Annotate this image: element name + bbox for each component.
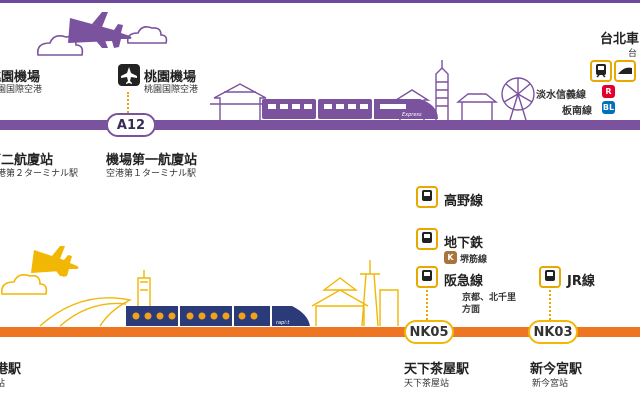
nk05-station-name: 天下茶屋駅	[404, 362, 470, 377]
orange-rail-line	[0, 327, 640, 337]
upper-train-label: Express	[402, 112, 422, 118]
a12-airport-sub: 桃園国際空港	[144, 85, 199, 95]
station-badge-a12[interactable]: A12	[106, 113, 156, 137]
a12-station-sub: 空港第１ターミナル駅	[106, 169, 197, 179]
transfer-subway: 地下鉄	[444, 236, 484, 251]
taipei-station-sub: 台	[628, 49, 638, 59]
hsr-icon	[614, 60, 636, 82]
transfer-jr: JR線	[567, 274, 595, 289]
nk05-station-sub: 天下茶屋站	[404, 379, 450, 389]
purple-rail-line	[0, 120, 640, 130]
jr-train-icon	[539, 266, 561, 288]
red-line-badge: R	[602, 85, 615, 98]
plane-icon	[31, 246, 79, 277]
station-badge-nk03[interactable]: NK03	[528, 320, 578, 344]
plane-icon	[68, 12, 132, 48]
transfer-sakaisuji: 堺筋線	[460, 255, 488, 265]
train-icon	[590, 60, 612, 82]
airport-plane-icon	[118, 64, 140, 86]
left-airport-name: 桃園機場	[0, 70, 41, 85]
nk03-connector	[549, 290, 551, 320]
left-station-name: 第二航廈站	[0, 153, 54, 168]
hankyu-train-icon	[416, 266, 438, 288]
lower-train: rapi:t	[126, 306, 310, 326]
transfer-red-label: 淡水信義線	[536, 90, 586, 101]
top-border	[0, 0, 640, 3]
nk03-station-name: 新今宮駅	[530, 362, 583, 377]
left-station-sub: 空港第２ターミナル駅	[0, 169, 79, 179]
nk03-station-sub: 新今宮站	[532, 379, 569, 389]
taipei-station-name: 台北車	[600, 32, 640, 47]
hankyu-note-2: 方面	[462, 305, 481, 315]
a12-station-name: 機場第一航廈站	[106, 153, 198, 168]
upper-train: Express	[262, 99, 438, 119]
cloud-icon	[36, 35, 84, 56]
station-badge-nk05[interactable]: NK05	[404, 320, 454, 344]
a12-connector	[127, 92, 129, 116]
transfer-blue-label: 板南線	[562, 106, 592, 117]
lower-left-station-sub: 站	[0, 379, 6, 389]
a12-airport-name: 桃園機場	[144, 70, 197, 85]
nk05-connector	[426, 290, 428, 320]
lower-left-station-name: 空港駅	[0, 362, 22, 377]
osaka-decor	[0, 246, 399, 327]
transfer-koya: 高野線	[444, 194, 484, 209]
koya-train-icon	[416, 186, 438, 208]
cloud-icon	[126, 26, 168, 44]
cloud-icon	[0, 274, 48, 295]
sakaisuji-badge: K	[444, 251, 457, 264]
transfer-hankyu: 阪急線	[444, 274, 484, 289]
hankyu-note-1: 京都、北千里	[462, 293, 517, 303]
left-airport-sub: 桃園国際空港	[0, 85, 43, 95]
blue-line-badge: BL	[602, 101, 615, 114]
lower-train-label: rapi:t	[276, 320, 290, 326]
upper-decor	[36, 12, 168, 56]
subway-icon	[416, 228, 438, 250]
